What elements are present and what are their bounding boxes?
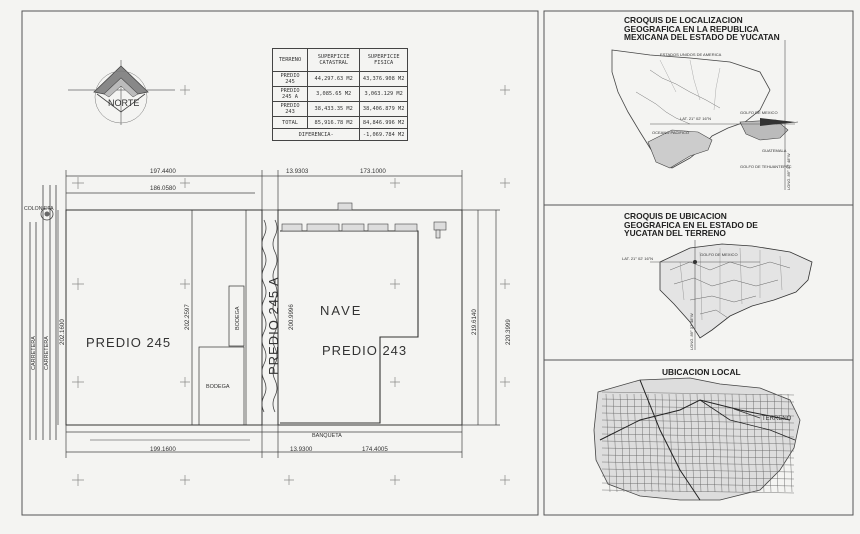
dimension-texts: 197.4400 186.0580 13.9303 173.1000 199.1… (59, 168, 512, 453)
table-cell: 38,433.35 M2 (307, 101, 361, 117)
map2-lat-label: LAT. 21° 02' 16"N (622, 256, 653, 261)
surface-table: TERRENO SUPERFICIE CATASTRAL SUPERFICIE … (271, 48, 408, 141)
dim-bottom-mid: 13.9300 (290, 446, 313, 453)
map2-long-label: LONG. 89° 37' 48"W (689, 313, 694, 350)
colonia-marker (40, 207, 54, 221)
map1-long-label: LONG. 89° 37' 48"W (786, 153, 791, 190)
table-cell: 43,376.908 M2 (359, 71, 408, 87)
local-city-map: TERRENO (593, 377, 801, 501)
label-bodega: BODEGA (206, 384, 230, 390)
label-banqueta: BANQUETA (312, 433, 342, 439)
table-header: SUPERFICIE CATASTRAL (307, 48, 361, 72)
panel1-title: CROQUIS DE LOCALIZACION GEOGRAFICA EN LA… (624, 15, 780, 43)
table-cell: 38,406.879 M2 (359, 101, 408, 117)
table-cell: DIFERENCIA- (271, 128, 361, 141)
right-frame (543, 10, 854, 516)
dim-bottom-left: 199.1600 (150, 446, 176, 453)
table-header: SUPERFICIE FISICA (359, 48, 408, 72)
bottom-dimensions (65, 425, 463, 458)
table-cell: -1,069.784 M2 (359, 128, 408, 141)
label-bodega-vertical: BODEGA (235, 306, 241, 330)
dim-right-vertical-2: 220.3999 (505, 319, 512, 345)
map3-terreno-label: TERRENO (762, 416, 792, 422)
label-nave: NAVE (320, 303, 362, 318)
grid-crosses (72, 85, 510, 486)
table-header: TERRENO (271, 48, 309, 72)
table-cell: 3,063.129 M2 (359, 86, 408, 102)
table-cell: PREDIO 243 (271, 101, 309, 117)
north-arrow: NORTE (68, 60, 175, 125)
map1-pacific-label: OCEANO PACIFICO (652, 130, 689, 135)
dim-top-left: 197.4400 (150, 168, 176, 175)
dim-top-right: 173.1000 (360, 168, 386, 175)
dim-mid-vertical-1: 202.2597 (184, 304, 191, 330)
dim-mid-vertical-2: 200.9996 (288, 304, 295, 330)
table-row: TOTAL 85,916.78 M2 84,846.996 M2 (271, 116, 408, 129)
dim-top-left-inner: 186.0580 (150, 185, 176, 192)
label-colonia: COLONIETA (24, 206, 54, 212)
label-predio-245: PREDIO 245 (86, 335, 171, 350)
label-carretera-1: CARRETERA (31, 336, 37, 370)
table-cell: 84,846.996 M2 (359, 116, 408, 129)
yucatan-state-map: GOLFO DE MEXICO LAT. 21° 02' 16"N LONG. … (622, 240, 813, 350)
label-predio-245a: PREDIO 245 A (266, 276, 281, 375)
table-row: PREDIO 245 44,297.63 M2 43,376.908 M2 (271, 71, 408, 87)
mexico-map: ESTADOS UNIDOS DE AMERICA OCEANO PACIFIC… (611, 40, 799, 190)
map1-tehuantepec-label: GOLFO DE TEHUANTEPEC (740, 164, 792, 169)
dim-top-mid: 13.9303 (286, 168, 309, 175)
top-dimensions (65, 170, 463, 210)
table-cell: 44,297.63 M2 (307, 71, 361, 87)
table-row: DIFERENCIA- -1,069.784 M2 (271, 128, 408, 141)
label-carretera-2: CARRETERA (44, 336, 50, 370)
map1-usa-label: ESTADOS UNIDOS DE AMERICA (660, 52, 722, 57)
lot-outlines (65, 209, 463, 426)
panel3-title: UBICACION LOCAL (662, 367, 741, 377)
panel2-title: CROQUIS DE UBICACION GEOGRAFICA EN EL ES… (624, 211, 758, 239)
carretera-road (29, 185, 57, 440)
dim-right-vertical-1: 219.6140 (471, 309, 478, 335)
map2-golfo-label: GOLFO DE MEXICO (700, 252, 738, 257)
label-predio-243: PREDIO 243 (322, 343, 407, 358)
table-row: PREDIO 243 38,433.35 M2 38,406.879 M2 (271, 101, 408, 117)
table-cell: 3,085.65 M2 (307, 86, 361, 102)
main-frame (21, 10, 539, 516)
annex-buildings (281, 202, 447, 239)
map1-lat-label: LAT. 21° 02' 16"N (680, 116, 711, 121)
map1-guatemala-label: GUATEMALA (762, 148, 787, 153)
map1-golfo-label: GOLFO DE MEXICO (740, 110, 778, 115)
dim-left-vertical: 202.1600 (59, 319, 66, 345)
dim-bottom-right: 174.4005 (362, 446, 388, 453)
right-dimensions (57, 209, 500, 426)
table-cell: 85,916.78 M2 (307, 116, 361, 129)
table-row: PREDIO 245 A 3,085.65 M2 3,063.129 M2 (271, 86, 408, 102)
north-label: NORTE (108, 98, 139, 108)
table-cell: TOTAL (271, 116, 309, 129)
table-cell: PREDIO 245 A (271, 86, 309, 102)
table-cell: PREDIO 245 (271, 71, 309, 87)
